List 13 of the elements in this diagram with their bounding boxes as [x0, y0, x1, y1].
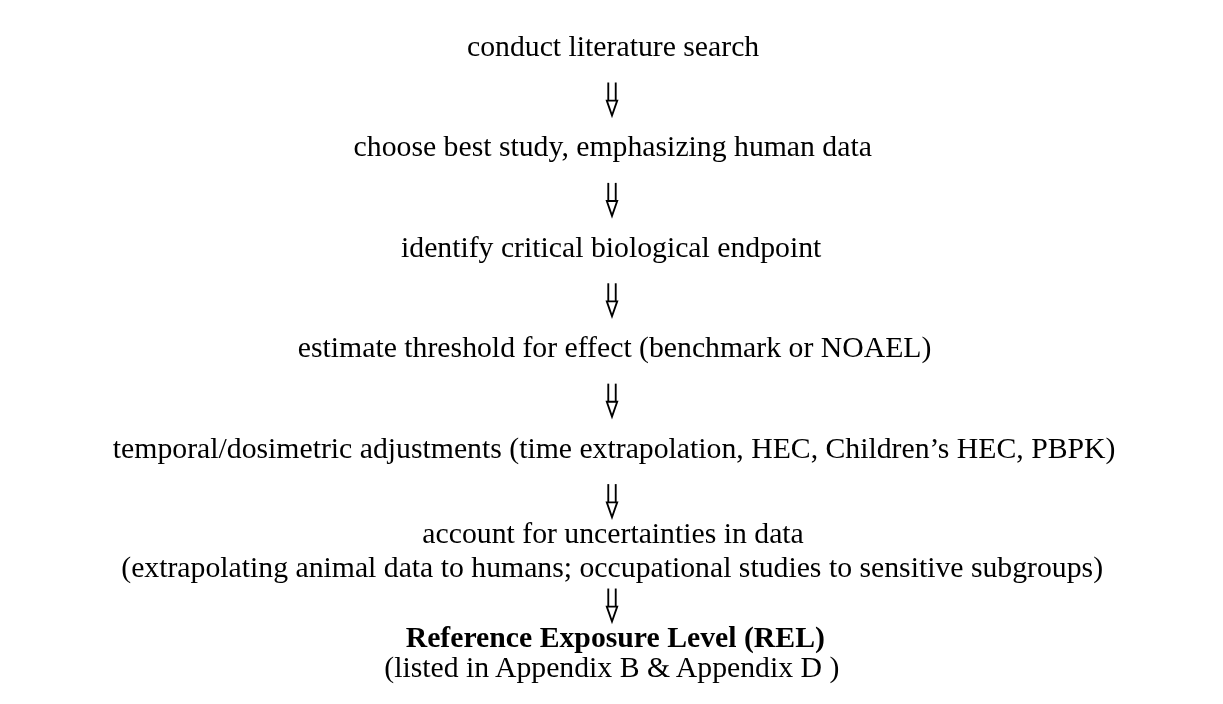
arrow — [604, 81, 619, 119]
arrow — [604, 382, 619, 420]
node-text: identify critical biological endpoint — [400, 229, 821, 263]
node-text: Reference Exposure Level (REL) (listed in Appendix B & Appendix D ) — [383, 620, 839, 683]
node-text: estimate threshold for effect (benchmark or NOAEL) — [297, 330, 931, 364]
node-text: temporal/dosimetric adjustments (time extrapolation, HEC, Children’s HEC, PBPK) — [112, 430, 1115, 464]
arrow — [604, 587, 619, 625]
node-text: account for uncertainties in data (extrapolating animal data to humans; occupational studies to sensitive subgroups) — [120, 516, 1103, 583]
arrow — [604, 282, 619, 320]
node-text: choose best study, emphasizing human data — [353, 129, 872, 163]
arrow — [604, 181, 619, 219]
node-text: conduct literature search — [466, 29, 759, 63]
arrow — [604, 483, 619, 520]
